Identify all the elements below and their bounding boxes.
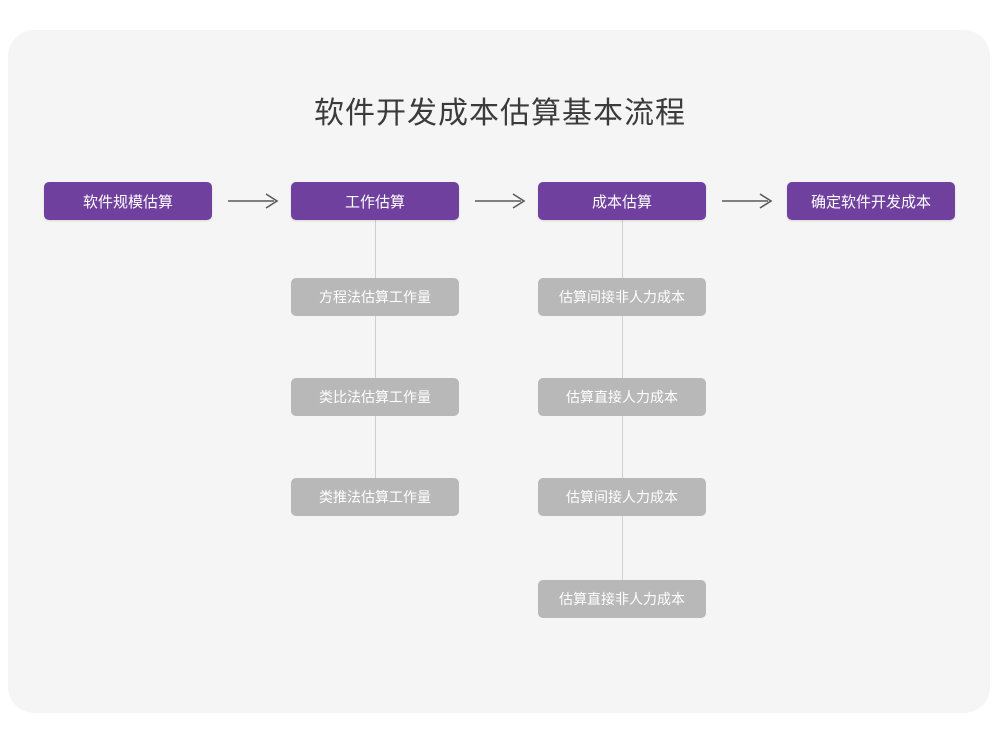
stage-node-software-scale-estimation[interactable]: 软件规模估算 bbox=[44, 182, 212, 220]
substep-node-label: 估算间接非人力成本 bbox=[559, 289, 685, 305]
substep-node-label: 类比法估算工作量 bbox=[319, 389, 431, 405]
stage-node-determine-development-cost[interactable]: 确定软件开发成本 bbox=[787, 182, 955, 220]
arrow-right-icon-1 bbox=[224, 189, 284, 213]
stage-node-label: 确定软件开发成本 bbox=[810, 193, 931, 211]
substep-node-label: 方程法估算工作量 bbox=[319, 289, 431, 305]
substep-node-cost-1[interactable]: 估算间接非人力成本 bbox=[538, 278, 706, 316]
substep-node-cost-4[interactable]: 估算直接非人力成本 bbox=[538, 580, 706, 618]
substep-node-label: 估算间接人力成本 bbox=[566, 489, 678, 505]
substep-node-label: 估算直接非人力成本 bbox=[559, 591, 685, 607]
substep-node-effort-3[interactable]: 类推法估算工作量 bbox=[291, 478, 459, 516]
page-title: 软件开发成本估算基本流程 bbox=[314, 97, 686, 130]
arrow-right-icon-3 bbox=[718, 189, 778, 213]
substep-node-effort-1[interactable]: 方程法估算工作量 bbox=[291, 278, 459, 316]
diagram-card bbox=[8, 30, 990, 713]
stage-node-effort-estimation[interactable]: 工作估算 bbox=[291, 182, 459, 220]
substep-node-label: 估算直接人力成本 bbox=[566, 389, 678, 405]
substep-node-cost-2[interactable]: 估算直接人力成本 bbox=[538, 378, 706, 416]
stage-node-cost-estimation[interactable]: 成本估算 bbox=[538, 182, 706, 220]
substep-node-cost-3[interactable]: 估算间接人力成本 bbox=[538, 478, 706, 516]
branch-line-stage-2 bbox=[374, 219, 376, 492]
stage-node-label: 软件规模估算 bbox=[82, 193, 173, 211]
substep-node-label: 类推法估算工作量 bbox=[319, 489, 431, 505]
stage-node-label: 成本估算 bbox=[591, 193, 652, 211]
stage-node-label: 工作估算 bbox=[344, 193, 405, 211]
arrow-right-icon-2 bbox=[471, 189, 531, 213]
substep-node-effort-2[interactable]: 类比法估算工作量 bbox=[291, 378, 459, 416]
